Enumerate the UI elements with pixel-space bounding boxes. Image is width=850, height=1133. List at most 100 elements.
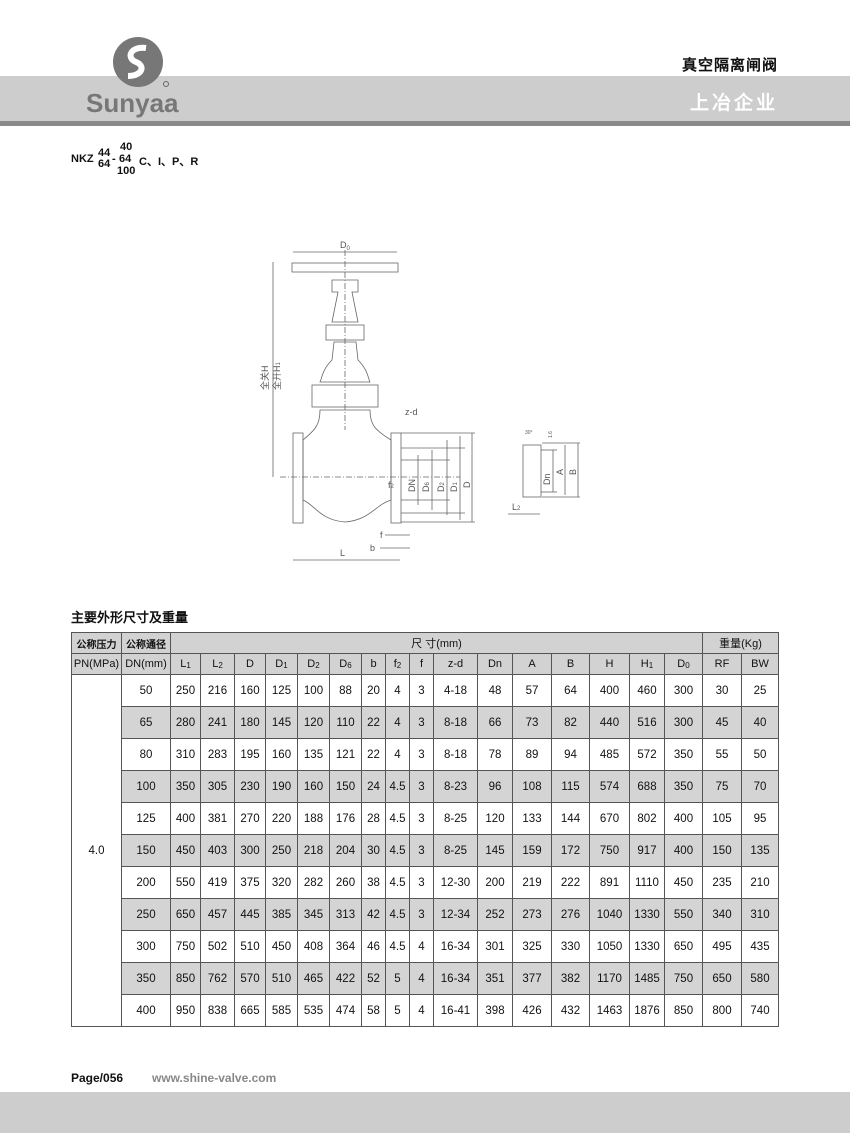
table-cell: 325 <box>512 930 552 963</box>
column-header-main: H <box>605 658 614 670</box>
table-cell: 218 <box>297 834 330 867</box>
header-weight: 重量(Kg) <box>702 632 779 654</box>
table-cell: 96 <box>477 770 513 803</box>
column-header: f2 <box>385 653 410 675</box>
table-cell: 135 <box>741 834 779 867</box>
table-cell: 381 <box>200 802 235 835</box>
table-cell: 364 <box>329 930 362 963</box>
table-cell: 200 <box>477 866 513 899</box>
table-cell: 16-41 <box>433 994 478 1027</box>
table-cell: 70 <box>741 770 779 803</box>
table-cell: 4.5 <box>385 898 410 931</box>
column-header-sub: 1 <box>283 661 288 670</box>
table-cell: 802 <box>629 802 665 835</box>
column-header-sub: 0 <box>685 661 690 670</box>
column-header: H1 <box>629 653 665 675</box>
brand-wordmark: Sunyaa <box>86 88 179 118</box>
table-cell: 160 <box>234 674 266 707</box>
table-cell: 204 <box>329 834 362 867</box>
column-header: D6 <box>329 653 362 675</box>
table-cell: 485 <box>589 738 630 771</box>
table-cell: 750 <box>589 834 630 867</box>
header-dn-cn: 公称通径 <box>121 632 171 654</box>
table-cell: 250 <box>265 834 298 867</box>
table-cell: 445 <box>234 898 266 931</box>
table-cell: 570 <box>234 962 266 995</box>
dn-cell: 100 <box>121 770 171 803</box>
label-angle: 30° <box>525 430 533 436</box>
table-cell: 144 <box>551 802 590 835</box>
table-cell: 260 <box>329 866 362 899</box>
table-cell: 22 <box>361 738 386 771</box>
table-cell: 1170 <box>589 962 630 995</box>
table-cell: 4.5 <box>385 770 410 803</box>
header-divider <box>0 121 850 126</box>
table-cell: 89 <box>512 738 552 771</box>
table-cell: 135 <box>297 738 330 771</box>
table-cell: 450 <box>265 930 298 963</box>
table-cell: 188 <box>297 802 330 835</box>
table-cell: 350 <box>170 770 201 803</box>
table-cell: 145 <box>265 706 298 739</box>
table-cell: 310 <box>741 898 779 931</box>
column-header: Dn <box>477 653 513 675</box>
valve-body <box>302 409 392 523</box>
table-cell: 550 <box>664 898 703 931</box>
table-cell: 550 <box>170 866 201 899</box>
table-cell: 235 <box>702 866 742 899</box>
header-pn-cn: 公称压力 <box>71 632 122 654</box>
label-f: f <box>380 530 383 540</box>
footer-band <box>0 1092 850 1133</box>
label-zd: z-d <box>405 407 418 417</box>
table-cell: 330 <box>551 930 590 963</box>
table-cell: 4 <box>385 674 410 707</box>
table-cell: 125 <box>265 674 298 707</box>
weld-end-detail <box>522 444 542 498</box>
product-title: 真空隔离闸阀 <box>681 57 778 74</box>
table-cell: 159 <box>512 834 552 867</box>
table-cell: 4.5 <box>385 866 410 899</box>
label-D1: D1 <box>449 482 459 493</box>
table-cell: 270 <box>234 802 266 835</box>
table-cell: 408 <box>297 930 330 963</box>
table-cell: 762 <box>200 962 235 995</box>
table-cell: 94 <box>551 738 590 771</box>
column-header-sub: 2 <box>315 661 320 670</box>
model-prefix: NKZ <box>71 153 94 165</box>
table-cell: 88 <box>329 674 362 707</box>
column-header-main: D <box>275 658 284 670</box>
website-link[interactable]: www.shine-valve.com <box>152 1071 277 1085</box>
table-cell: 8-25 <box>433 834 478 867</box>
table-cell: 160 <box>297 770 330 803</box>
company-name: 上冶企业 <box>689 93 778 114</box>
table-cell: 108 <box>512 770 552 803</box>
table-cell: 57 <box>512 674 552 707</box>
column-header-main: D <box>307 658 316 670</box>
table-cell: 398 <box>477 994 513 1027</box>
table-cell: 688 <box>629 770 665 803</box>
table-cell: 1485 <box>629 962 665 995</box>
table-cell: 419 <box>200 866 235 899</box>
model-pn-bottom: 100 <box>117 165 136 177</box>
table-cell: 435 <box>741 930 779 963</box>
table-cell: 350 <box>664 738 703 771</box>
table-cell: 120 <box>297 706 330 739</box>
table-cell: 12-34 <box>433 898 478 931</box>
label-L: L <box>340 548 345 558</box>
table-cell: 95 <box>741 802 779 835</box>
dn-cell: 250 <box>121 898 171 931</box>
table-cell: 75 <box>702 770 742 803</box>
column-header-main: BW <box>751 658 769 670</box>
table-cell: 12-30 <box>433 866 478 899</box>
label-D6: D6 <box>421 482 431 493</box>
dn-cell: 125 <box>121 802 171 835</box>
table-cell: 222 <box>551 866 590 899</box>
left-flange <box>292 432 304 524</box>
table-cell: 3 <box>409 834 434 867</box>
table-cell: 3 <box>409 866 434 899</box>
